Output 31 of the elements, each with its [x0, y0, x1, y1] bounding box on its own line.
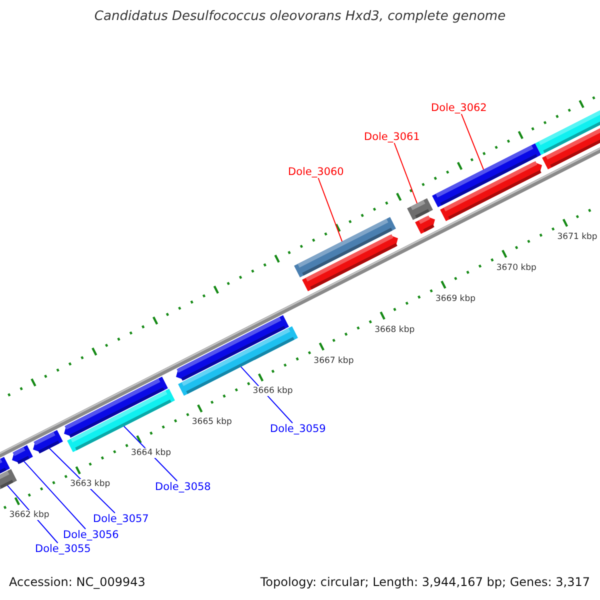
leader-line [318, 178, 343, 242]
leader-line [394, 142, 418, 204]
scale-label: 3668 kbp [374, 324, 416, 335]
scale-label: 3663 kbp [69, 479, 112, 490]
title: Candidatus Desulfococcus oleovorans Hxd3, complete genome [93, 9, 507, 24]
gene-feature [33, 430, 63, 454]
gene-label: Dole_3058 [155, 481, 211, 493]
gene-label: Dole_3056 [63, 529, 119, 541]
scale-label: 3666 kbp [252, 386, 294, 396]
gene-feature [407, 198, 433, 220]
scale-label: 3670 kbp [495, 262, 538, 273]
scale-label: 3665 kbp [190, 417, 233, 428]
scale-label: 3667 kbp [312, 356, 355, 366]
gene-feature [432, 143, 541, 208]
gene-feature [12, 445, 33, 464]
scale-label: 3669 kbp [434, 294, 477, 304]
gene-label: Dole_3059 [270, 423, 326, 435]
scale-label: 3664 kbp [130, 448, 172, 458]
footer-text: Accession: NC_009943 [9, 575, 146, 589]
leader-line [460, 114, 484, 170]
gene-feature [294, 217, 396, 278]
gene-feature [0, 469, 17, 490]
leader-line [23, 460, 86, 530]
scale-label: 3662 kbp [8, 510, 50, 520]
scale-label: 3671 kbp [556, 232, 598, 242]
gene-label: Dole_3055 [35, 543, 91, 555]
gene-label: Dole_3060 [288, 166, 344, 178]
footer-text: Topology: circular; Length: 3,944,167 bp; Genes: 3,317 [260, 575, 590, 589]
gene-label: Dole_3062 [431, 102, 487, 114]
gene-label: Dole_3061 [364, 131, 420, 143]
gene-label: Dole_3057 [93, 513, 149, 525]
